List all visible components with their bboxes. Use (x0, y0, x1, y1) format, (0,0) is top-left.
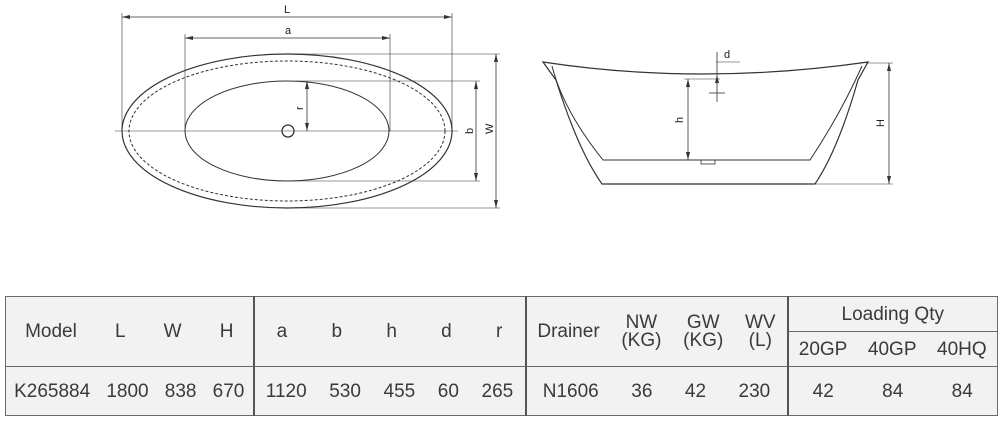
weight-values: N1606 36 42 230 (524, 366, 788, 416)
header-drainer: Drainer (537, 321, 600, 342)
dim-label-a: a (285, 25, 292, 37)
header-wv: WV(L) (744, 311, 776, 351)
header-a: a (276, 321, 288, 342)
dim-label-W: W (484, 123, 496, 134)
value-r: 265 (481, 380, 514, 402)
header-wv-line1: WV (744, 311, 776, 333)
inner-dims-values: 1120 530 455 60 265 (252, 366, 526, 416)
dim-label-b: b (464, 128, 476, 134)
weight-header-group: Drainer NW(KG) GW(KG) WV(L) (524, 296, 788, 367)
value-40hq: 84 (951, 380, 973, 402)
value-a: 1120 (265, 380, 307, 402)
header-wv-line2: (L) (748, 329, 772, 351)
header-r: r (496, 321, 503, 342)
side-view (541, 52, 893, 185)
drain-stub (700, 159, 716, 165)
dim-label-H: H (875, 119, 887, 127)
header-40hq: 40HQ (937, 338, 987, 360)
value-wv: 230 (738, 380, 771, 402)
value-20gp: 42 (812, 380, 834, 402)
header-H: H (219, 321, 234, 342)
value-H: 670 (212, 380, 245, 402)
bathtub-technical-drawing: L a r b W d h H (115, 4, 893, 209)
dim-label-h: h (674, 117, 686, 123)
loading-values: 42 84 84 (786, 366, 998, 416)
tub-outer-profile (541, 61, 870, 185)
header-h: h (386, 321, 397, 342)
header-d: d (441, 321, 452, 342)
header-20gp: 20GP (798, 338, 848, 360)
header-b: b (331, 321, 343, 342)
header-model: Model (25, 321, 77, 342)
value-model: K265884 (14, 380, 91, 402)
value-L: 1800 (106, 380, 149, 402)
spec-header-row: Model L W H a b h d r Drainer NW(KG) GW(… (5, 296, 998, 367)
header-gw-line1: GW (686, 311, 720, 333)
header-L: L (114, 321, 126, 342)
tub-inner-profile (551, 65, 863, 161)
dimensions-values: K265884 1800 838 670 (5, 366, 254, 416)
header-W: W (163, 321, 182, 342)
loading-subheader-group: 20GP 40GP 40HQ (786, 331, 998, 367)
value-40gp: 84 (882, 380, 904, 402)
header-gw: GW(KG) (683, 311, 724, 351)
dim-label-r: r (294, 106, 306, 110)
value-nw: 36 (631, 380, 653, 402)
dim-label-d: d (724, 49, 730, 61)
value-gw: 42 (684, 380, 707, 402)
spec-subheader-row: 20GP 40GP 40HQ (6, 331, 998, 367)
value-drainer: N1606 (542, 380, 599, 402)
value-b: 530 (329, 380, 361, 402)
value-W: 838 (164, 380, 197, 402)
dim-label-L: L (284, 4, 290, 16)
header-gw-line2: (KG) (683, 329, 724, 351)
header-nw: NW(KG) (621, 311, 662, 351)
spec-table: Model L W H a b h d r Drainer NW(KG) GW(… (5, 296, 998, 416)
spec-data-row: K265884 1800 838 670 1120 530 455 60 265… (5, 366, 998, 416)
value-d: 60 (437, 380, 459, 402)
header-loading-qty: Loading Qty (786, 296, 998, 332)
header-nw-line1: NW (625, 311, 658, 333)
inner-dims-header-group: a b h d r (252, 296, 526, 367)
header-40gp: 40GP (867, 338, 917, 360)
dimensions-header-group: Model L W H (5, 296, 254, 367)
header-nw-line2: (KG) (621, 329, 662, 351)
value-h: 455 (383, 380, 416, 402)
top-view (115, 13, 500, 209)
